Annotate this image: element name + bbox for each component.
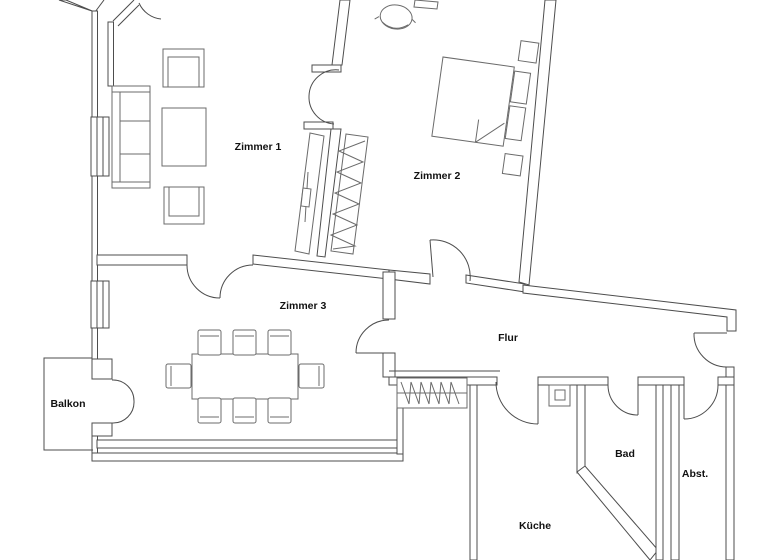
bed (431, 56, 515, 147)
double-door-balkon (111, 379, 135, 424)
wall-flur-bottom-2 (537, 376, 609, 386)
double-door-z1-z3 (186, 264, 254, 299)
wall-bad-right (655, 384, 664, 560)
wall-flur-top (522, 284, 737, 332)
pillow-top (509, 70, 532, 105)
furniture-flur (396, 377, 571, 409)
room-label-balkon: Balkon (50, 398, 85, 410)
door-zimmer2 (429, 239, 471, 282)
wall-left-mid (91, 175, 98, 283)
window-zimmer1 (90, 116, 110, 177)
wall-courtyard-connector (396, 407, 404, 455)
room-label-abst: Abst. (682, 468, 708, 480)
furniture-zimmer1 (111, 48, 325, 255)
bed-group (431, 40, 540, 177)
chair (232, 397, 257, 424)
room-labels: Zimmer 1 Zimmer 2 Zimmer 3 Flur Balkon K… (50, 141, 708, 532)
wall-z1-z2-upper (331, 0, 351, 66)
desk-corner (413, 0, 439, 10)
shaft (548, 384, 571, 407)
doors (111, 69, 728, 425)
wall-slant-a (252, 254, 390, 280)
blanket-fold (474, 119, 505, 143)
room-label-flur: Flur (498, 332, 518, 344)
sideboard (294, 132, 325, 255)
wall-left-upper (91, 10, 98, 119)
walls (58, 0, 737, 560)
wall-z3-flur-lower (382, 352, 396, 378)
wardrobe-hangers (329, 133, 369, 255)
room-label-kueche: Küche (519, 520, 551, 532)
furniture-zimmer2 (329, 0, 540, 255)
wall-z3-flur-upper (382, 271, 396, 320)
windows (90, 116, 110, 329)
wall-flur-bottom-3 (637, 376, 685, 386)
door-kueche (495, 381, 539, 425)
chair (298, 363, 325, 389)
dining-chairs (165, 329, 325, 424)
coffee-table (161, 107, 207, 167)
wall-abst-left (670, 384, 680, 560)
wall-kueche-left (469, 384, 478, 560)
wall-z3-bottom-outer (91, 452, 404, 462)
dining-table (191, 353, 299, 400)
room-label-zimmer3: Zimmer 3 (280, 300, 327, 312)
door-abst (683, 384, 719, 420)
pillow-bottom (504, 105, 527, 142)
stool (374, 4, 416, 30)
nightstand-bottom (501, 153, 524, 177)
room-label-zimmer2: Zimmer 2 (414, 170, 461, 182)
wall-bad-diagonal (576, 465, 659, 560)
door-zimmer3 (355, 319, 390, 354)
wall-chamfer-outer (58, 0, 98, 14)
chair (165, 363, 192, 389)
wall-z2-right (518, 0, 557, 286)
wall-slant-c (465, 274, 526, 293)
wall-z1-z2-lower (316, 128, 342, 258)
wall-left-lower (91, 327, 98, 360)
doorframe-z1-z2-top (311, 64, 342, 73)
chair (232, 329, 257, 356)
built-in-closet (396, 377, 468, 409)
room-label-zimmer1: Zimmer 1 (235, 141, 282, 153)
armchair-top (162, 48, 205, 88)
doorframe-balkon-top (91, 358, 113, 380)
armchair-bottom (163, 186, 205, 225)
doorframe-z1-z2-bottom (303, 121, 334, 130)
wall-flur-bottom-4 (717, 376, 735, 386)
chair (267, 329, 292, 356)
hanger-symbols (400, 381, 460, 405)
chair (197, 329, 222, 356)
wall-pilaster (107, 21, 114, 87)
nightstand-top (517, 40, 540, 64)
door-flur-right (693, 332, 728, 368)
wall-bad-left (576, 384, 586, 474)
furniture-zimmer3 (165, 329, 325, 424)
room-label-bad: Bad (615, 448, 635, 460)
double-door-z1-z2 (308, 69, 340, 125)
wall-chamfer-pair (112, 0, 140, 27)
window-zimmer3 (90, 280, 110, 329)
sofa (111, 85, 151, 189)
door-bad (607, 384, 639, 416)
doorframe-balkon-bottom (91, 422, 113, 437)
chair (267, 397, 292, 424)
wall-z3-bottom-inner (96, 439, 398, 449)
wall-chamfer-inner (94, 0, 105, 13)
wall-z1-z3 (96, 254, 188, 266)
balkon-outline (43, 357, 93, 451)
chair (197, 397, 222, 424)
wall-right (725, 366, 735, 560)
entry-door-arc (138, 2, 162, 20)
